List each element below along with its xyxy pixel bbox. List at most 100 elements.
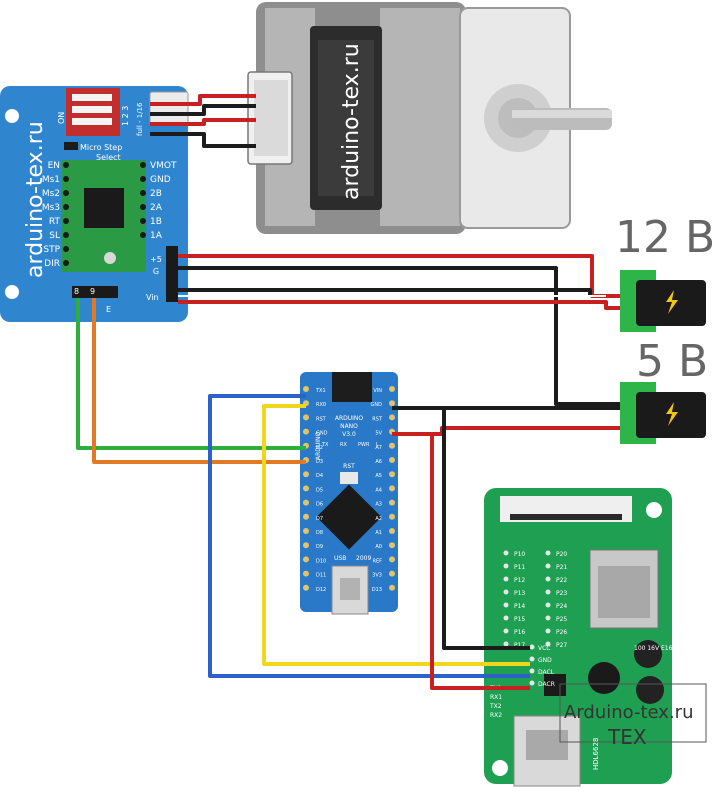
pin-hole [63, 218, 69, 224]
pin-hole [529, 656, 535, 662]
driver-left-pin-1: Ms1 [42, 175, 60, 185]
pin-hole [503, 615, 509, 621]
pin-hole [63, 246, 69, 252]
nano-right-pin-9: A2 [375, 516, 382, 522]
driver-power-pin-vin: Vin [146, 293, 159, 302]
bottom-watermark: Arduino-tex.ru TEX [559, 683, 707, 749]
pin-hole [140, 232, 146, 238]
nano-left-pin-5: D3 [316, 459, 323, 465]
player-serial-pin-3: RX2 [490, 712, 502, 719]
pin-hole [63, 260, 69, 266]
player-serial-pin-1: RX1 [490, 694, 502, 701]
nano-left-pin-6: D4 [316, 473, 323, 479]
usb-a-port[interactable] [513, 715, 581, 787]
pin-hole [303, 570, 309, 577]
stepper-motor: arduino-tex.ru [247, 2, 612, 234]
pin-hole [389, 499, 395, 506]
pin-hole [140, 218, 146, 224]
motor-wire-red [150, 94, 256, 106]
nano-left-pin-12: D10 [316, 558, 326, 564]
player-left-pin-3: P13 [514, 590, 525, 597]
pin-hole [389, 442, 395, 449]
pin-hole [503, 563, 509, 569]
nano-right-pin-2: RST [372, 416, 383, 422]
nano-led-label-2: PWR [358, 442, 370, 448]
dip-numbers-label: 1 2 3 [121, 106, 130, 126]
driver-pin-8: 8 [74, 287, 79, 296]
pin-hole [545, 576, 551, 582]
chip-label: HDL6628 [592, 738, 600, 770]
nano-brand-label: ARDUINO [315, 431, 322, 460]
watermark-line1: Arduino-tex.ru [564, 702, 693, 723]
pin-hole [545, 641, 551, 647]
wire-black-player-gnd [442, 408, 530, 650]
player-ctrl-pin-1: GND [538, 657, 552, 664]
nano-left-pin-11: D9 [316, 544, 323, 550]
player-right-pin-5: P25 [556, 616, 567, 623]
driver-pin-e: E [106, 305, 111, 314]
pin-hole [303, 556, 309, 563]
driver-right-pin-1: GND [150, 175, 171, 185]
nano-right-pin-8: A3 [375, 502, 382, 508]
nano-reset-button[interactable] [340, 472, 358, 484]
pin-hole [503, 576, 509, 582]
nano-led-label-1: RX [340, 442, 347, 448]
micro-step-switch[interactable] [64, 142, 78, 150]
player-left-pin-0: P10 [514, 551, 525, 558]
nano-left-pin-14: D12 [316, 587, 326, 593]
pin-hole [303, 499, 309, 506]
pin-hole [63, 162, 69, 168]
pin-hole [303, 471, 309, 478]
power-jack-5v[interactable] [620, 382, 706, 444]
pin-hole [303, 485, 309, 492]
pin-hole [389, 584, 395, 591]
wire-black-vin-gnd [178, 288, 592, 296]
pin-hole [389, 414, 395, 421]
player-ctrl-pin-0: VCC [538, 645, 550, 652]
player-left-pin-2: P12 [514, 577, 525, 584]
pin-hole [63, 204, 69, 210]
driver-right-pin-0: VMOT [150, 161, 177, 171]
nano-right-pin-4: A7 [375, 445, 382, 451]
power-jack-12v[interactable] [620, 270, 706, 332]
driver-watermark: arduino-tex.ru [23, 121, 48, 278]
driver-left-pin-3: Ms3 [42, 203, 60, 213]
player-right-pin-3: P23 [556, 590, 567, 597]
pin-hole [545, 602, 551, 608]
player-right-pin-0: P20 [556, 551, 567, 558]
driver-pin-9: 9 [90, 287, 95, 296]
wire-green-step [76, 298, 306, 450]
driver-left-pin-0: EN [48, 161, 60, 171]
pin-hole [545, 550, 551, 556]
motor-watermark: arduino-tex.ru [339, 43, 364, 200]
pin-hole [545, 589, 551, 595]
driver-right-pin-5: 1A [150, 231, 163, 241]
player-right-pin-2: P22 [556, 577, 567, 584]
wires [76, 94, 620, 690]
pin-hole [503, 589, 509, 595]
nano-line3: V3.0 [342, 431, 356, 438]
wire-yellow [262, 404, 530, 666]
pin-hole [545, 628, 551, 634]
pin-hole [140, 162, 146, 168]
player-right-pin-6: P26 [556, 629, 567, 636]
watermark-line2: TEX [607, 725, 647, 749]
nano-left-pin-9: D7 [316, 516, 323, 522]
player-ctrl-pin-2: DACL [538, 669, 555, 676]
pin-hole [529, 680, 535, 686]
pin-hole [303, 542, 309, 549]
nano-left-pin-4: D2 [316, 445, 323, 451]
pin-hole [389, 386, 395, 392]
nano-right-pin-13: 3V3 [372, 573, 382, 579]
pin-hole [63, 232, 69, 238]
pin-hole [63, 190, 69, 196]
driver-right-pin-4: 1B [150, 217, 162, 227]
lightning-icon [666, 290, 678, 314]
nano-left-pin-2: RST [316, 416, 327, 422]
player-ctrl-pin-3: DACR [538, 681, 555, 688]
cap-label: 100 16V E16 [634, 645, 673, 652]
